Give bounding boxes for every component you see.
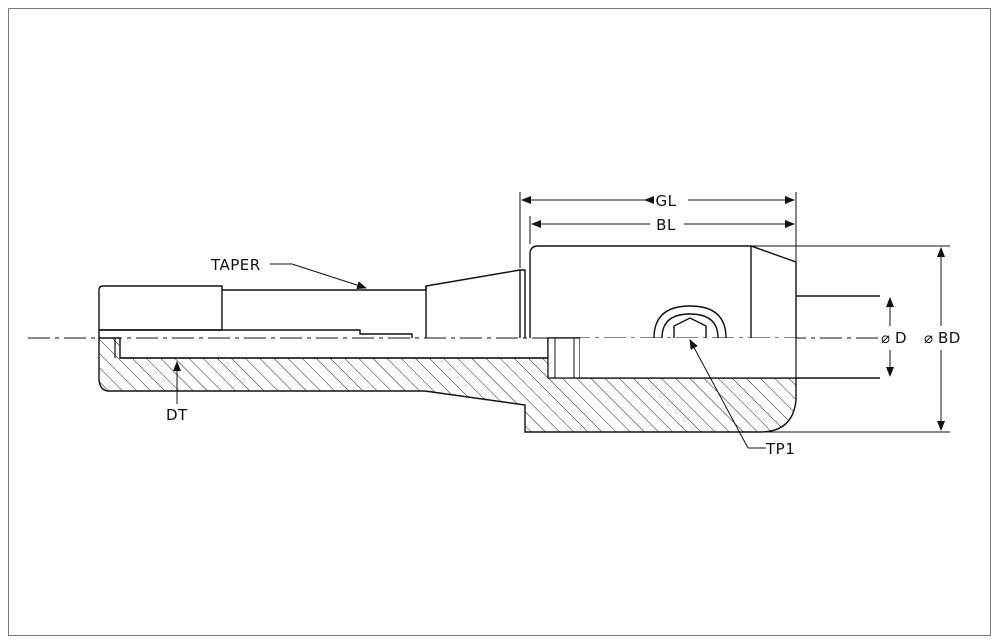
label-d-symbol: ⌀ bbox=[881, 329, 891, 347]
drawing-frame bbox=[8, 8, 991, 636]
dimension-gl bbox=[519, 192, 797, 268]
upper-outline bbox=[98, 245, 880, 379]
label-bd-symbol: ⌀ bbox=[924, 329, 934, 347]
label-bd: BD bbox=[938, 329, 961, 347]
label-dt: DT bbox=[166, 406, 188, 424]
set-screw-icon bbox=[653, 305, 727, 339]
dimension-bl bbox=[529, 216, 795, 244]
label-gl: GL bbox=[656, 192, 677, 210]
label-bl: BL bbox=[656, 216, 676, 234]
label-taper: TAPER bbox=[210, 256, 261, 274]
dimension-bd bbox=[751, 245, 950, 433]
leader-tp1 bbox=[689, 339, 766, 449]
label-d: D bbox=[895, 329, 907, 347]
label-tp1: TP1 bbox=[765, 440, 795, 458]
leader-taper bbox=[270, 263, 367, 290]
